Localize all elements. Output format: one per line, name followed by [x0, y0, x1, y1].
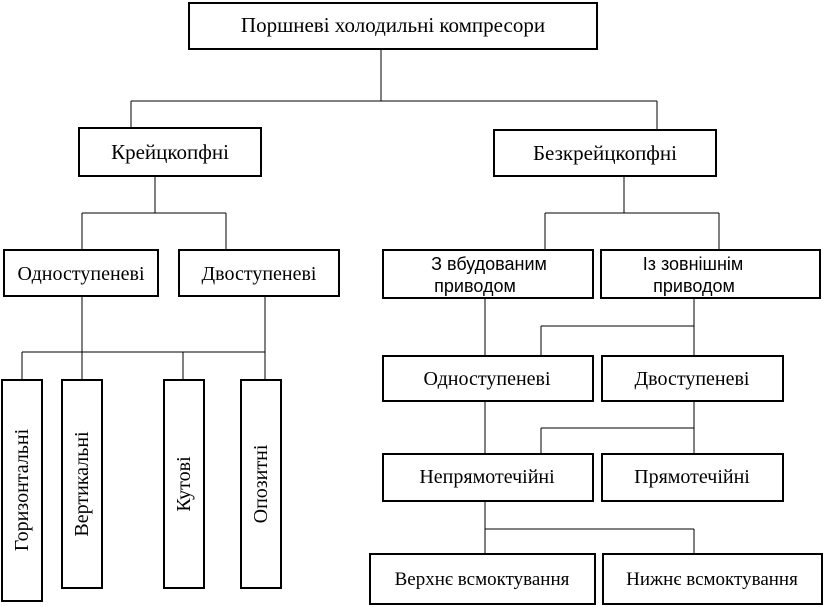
- node-bottom-suction: Нижнє всмоктування: [602, 553, 823, 605]
- node-top-suction: Верхнє всмоктування: [369, 553, 596, 605]
- node-non-uniflow: Непрямотечійні: [382, 453, 594, 502]
- node-type-opposed-label: Опозитні: [250, 444, 272, 523]
- node-builtin-drive-line2: приводом: [434, 276, 516, 296]
- node-external-drive-line2: приводом: [653, 276, 735, 296]
- node-root-label: Поршневі холодильні компресори: [241, 13, 545, 37]
- node-type-horizontal: Горизонтальні: [1, 379, 43, 602]
- node-left-two-stage-label: Двоступеневі: [202, 263, 317, 285]
- node-type-opposed: Опозитні: [240, 379, 282, 589]
- node-type-vertical-label: Вертикальні: [71, 431, 93, 537]
- node-external-drive-line1: Із зовнішнім: [643, 254, 744, 274]
- node-top-suction-label: Верхнє всмоктування: [395, 569, 570, 590]
- node-right-two-stage: Двоступеневі: [601, 355, 784, 402]
- node-type-angular: Кутові: [163, 379, 205, 589]
- node-non-uniflow-label: Непрямотечійні: [419, 466, 555, 488]
- node-right-single-stage-label: Одноступеневі: [423, 368, 551, 390]
- node-crosshead: Крейцкопфні: [78, 127, 262, 177]
- connectors: [21, 49, 720, 554]
- node-left-single-stage-label: Одноступеневі: [17, 263, 145, 285]
- node-type-vertical: Вертикальні: [61, 379, 103, 589]
- node-bottom-suction-label: Нижнє всмоктування: [626, 569, 798, 590]
- node-type-angular-label: Кутові: [173, 456, 195, 512]
- node-left-single-stage: Одноступеневі: [3, 249, 159, 297]
- node-left-two-stage: Двоступеневі: [178, 249, 340, 297]
- node-trunk-label: Безкрейцкопфні: [533, 141, 677, 165]
- node-type-horizontal-label: Горизонтальні: [11, 428, 33, 551]
- node-external-drive: Із зовнішнім приводом: [600, 249, 821, 299]
- node-builtin-drive-line1: З вбудованим: [431, 254, 547, 274]
- node-root: Поршневі холодильні компресори: [188, 2, 598, 50]
- node-crosshead-label: Крейцкопфні: [111, 140, 229, 164]
- node-right-single-stage: Одноступеневі: [382, 355, 594, 402]
- node-right-two-stage-label: Двоступеневі: [635, 368, 750, 390]
- node-trunk: Безкрейцкопфні: [493, 129, 717, 177]
- node-uniflow: Прямотечійні: [601, 453, 784, 502]
- node-uniflow-label: Прямотечійні: [634, 466, 750, 488]
- node-builtin-drive: З вбудованим приводом: [382, 249, 594, 299]
